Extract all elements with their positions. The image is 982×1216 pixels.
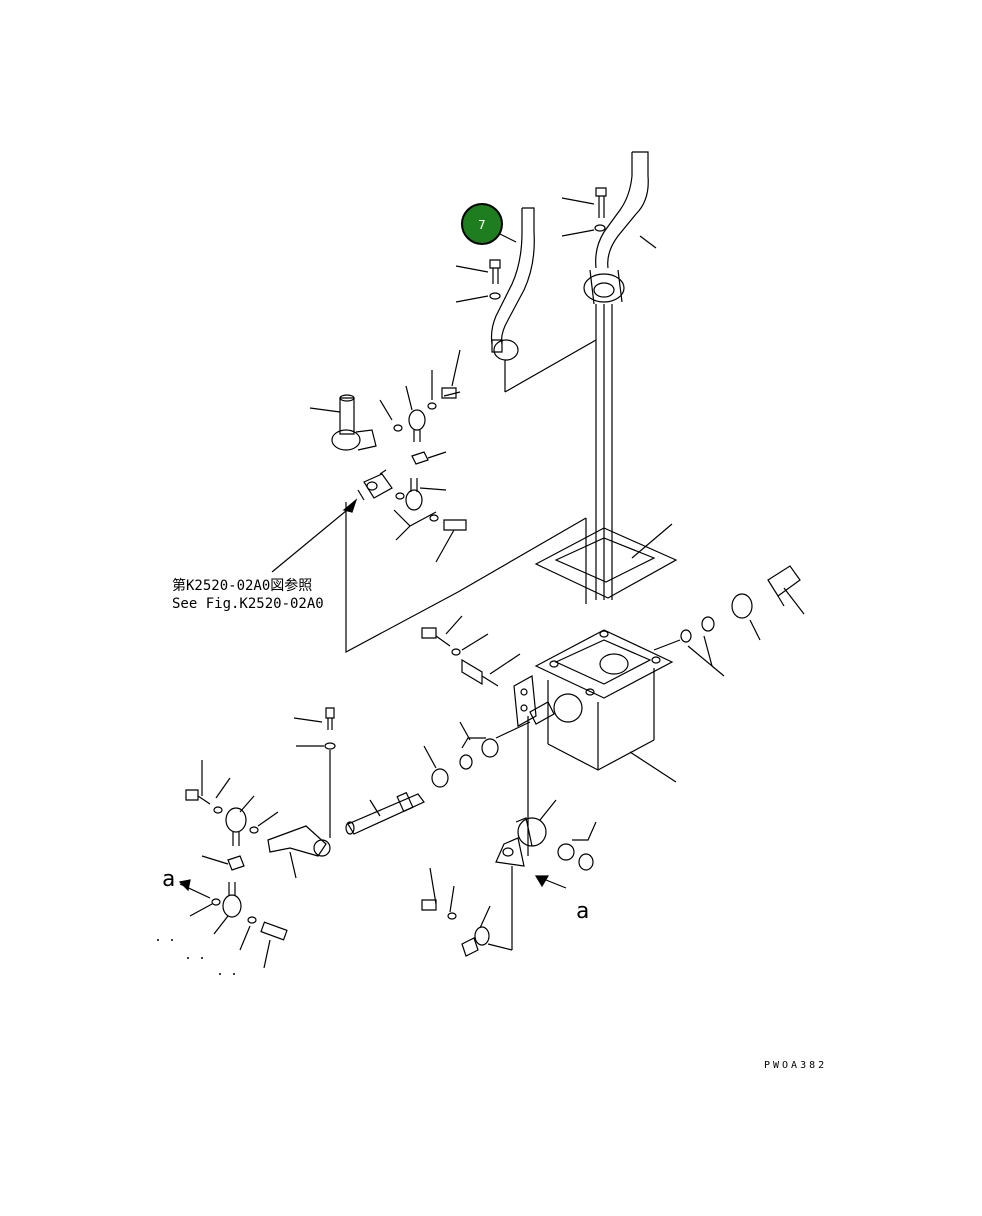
reference-note-jp: 第K2520-02A0図参照: [172, 577, 312, 594]
lower-right-rod-end: [422, 868, 490, 956]
lever-arm: [268, 708, 335, 878]
right-control-lever: [584, 152, 648, 600]
view-marker-right: a: [576, 899, 589, 924]
drawing-code: PWOA382: [764, 1060, 827, 1071]
left-lever-bolt: [456, 260, 500, 302]
bushing-set-front: [424, 722, 530, 787]
lever-shaft: [346, 793, 424, 834]
middle-bolt: [422, 616, 520, 686]
callout-7-number: 7: [478, 218, 486, 232]
left-control-lever: [488, 208, 596, 392]
reference-note-en: See Fig.K2520-02A0: [172, 596, 324, 612]
reference-leader: [272, 500, 356, 572]
rod-end-lower: [394, 478, 466, 562]
right-lever-bolt: [562, 188, 656, 248]
lower-left-bracket: [346, 470, 458, 652]
callout-7-circle[interactable]: [462, 204, 502, 244]
lever-housing: [536, 630, 676, 782]
lower-right-bracket: [488, 800, 596, 950]
front-bracket: [514, 676, 582, 856]
hidden-line-dots: [157, 939, 235, 975]
rod-end-upper: [406, 350, 460, 464]
lower-left-rod-assembly: [180, 760, 287, 968]
upper-left-bracket: [310, 395, 402, 450]
view-marker-left: a: [162, 867, 175, 892]
gasket-plate: [458, 518, 676, 604]
bushing-set-right: [654, 566, 804, 676]
callout-7[interactable]: 7: [462, 204, 502, 244]
